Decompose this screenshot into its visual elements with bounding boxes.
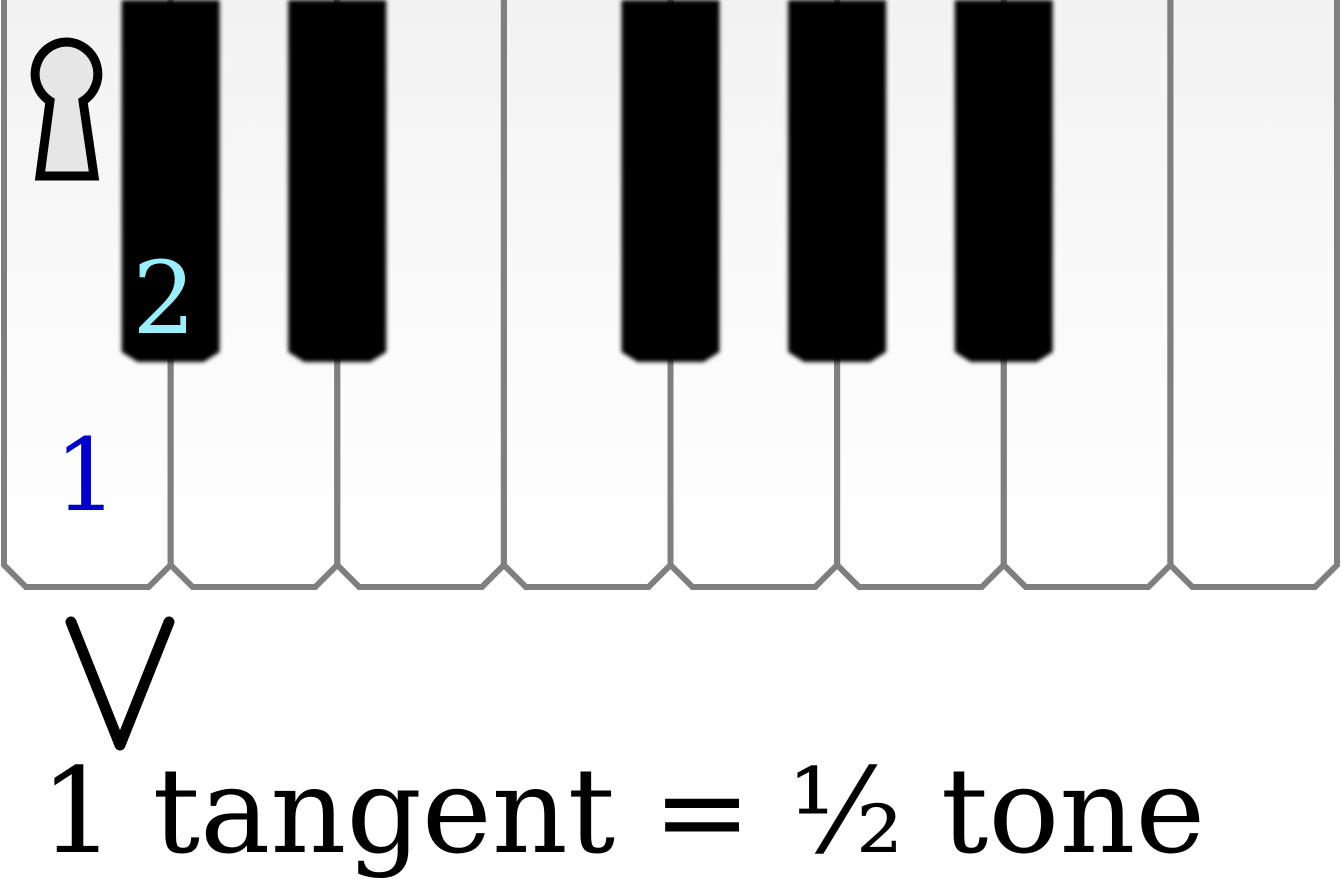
black-key-3 <box>621 0 720 362</box>
black-keys <box>121 0 1053 362</box>
pointer-v-mark <box>65 616 175 751</box>
black-key-2 <box>288 0 387 362</box>
finger-2-label: 2 <box>132 240 196 357</box>
white-key-8 <box>1167 0 1340 590</box>
black-key-1 <box>121 0 220 362</box>
white-keys <box>1 0 1340 590</box>
finger-1-label: 1 <box>54 417 118 534</box>
black-key-4 <box>788 0 887 362</box>
black-key-5 <box>954 0 1053 362</box>
caption-text: 1 tangent = ½ tone <box>40 742 1206 880</box>
keyhole-icon <box>30 37 103 181</box>
